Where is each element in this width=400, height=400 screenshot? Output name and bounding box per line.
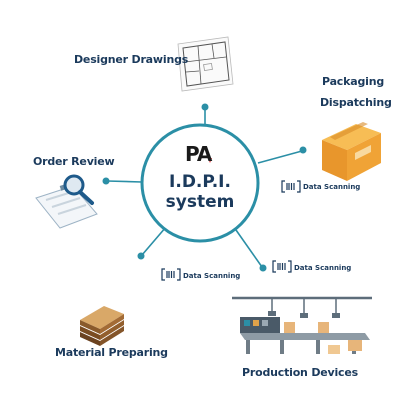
connector-left <box>106 180 143 183</box>
label-dispatching: Dispatching <box>320 96 392 109</box>
package-box-icon <box>322 122 381 181</box>
barcode-scan-icons <box>161 180 301 281</box>
connector-lines <box>106 108 303 268</box>
barcode-icon-right <box>281 180 301 193</box>
center-title-line1: I.D.P.I. <box>169 172 231 192</box>
label-designer-drawings: Designer Drawings <box>74 53 189 66</box>
pa-logo: PA <box>185 142 212 166</box>
connector-bottom-left <box>141 226 167 256</box>
barcode-icon-bottom-right <box>272 260 292 273</box>
scan-label-right: Data Scanning <box>303 183 361 191</box>
label-packaging: Packaging <box>322 75 384 88</box>
label-production-devices: Production Devices <box>242 366 358 379</box>
connector-bottom-right <box>235 229 263 268</box>
floor-plan-icon <box>177 36 234 92</box>
production-line-icon <box>232 296 372 354</box>
dot-bottom-left <box>137 252 145 260</box>
center-circle <box>140 123 260 243</box>
barcode-icon-bottom-left <box>161 268 181 281</box>
logo-accent <box>208 158 212 163</box>
dot-left <box>102 177 110 185</box>
label-material-preparing: Material Preparing <box>55 346 168 359</box>
connector-dots <box>102 103 307 272</box>
dot-right <box>299 146 307 154</box>
center-title-line2: system <box>165 192 235 212</box>
dot-top <box>201 103 209 111</box>
scan-label-bottom-left: Data Scanning <box>183 272 241 280</box>
scan-label-bottom-right: Data Scanning <box>294 264 352 272</box>
wood-stack-icon <box>80 306 124 346</box>
dot-bottom-right <box>259 264 267 272</box>
connector-right <box>257 150 303 164</box>
label-order-review: Order Review <box>33 155 115 168</box>
clipboard-magnifier-icon <box>35 174 98 229</box>
